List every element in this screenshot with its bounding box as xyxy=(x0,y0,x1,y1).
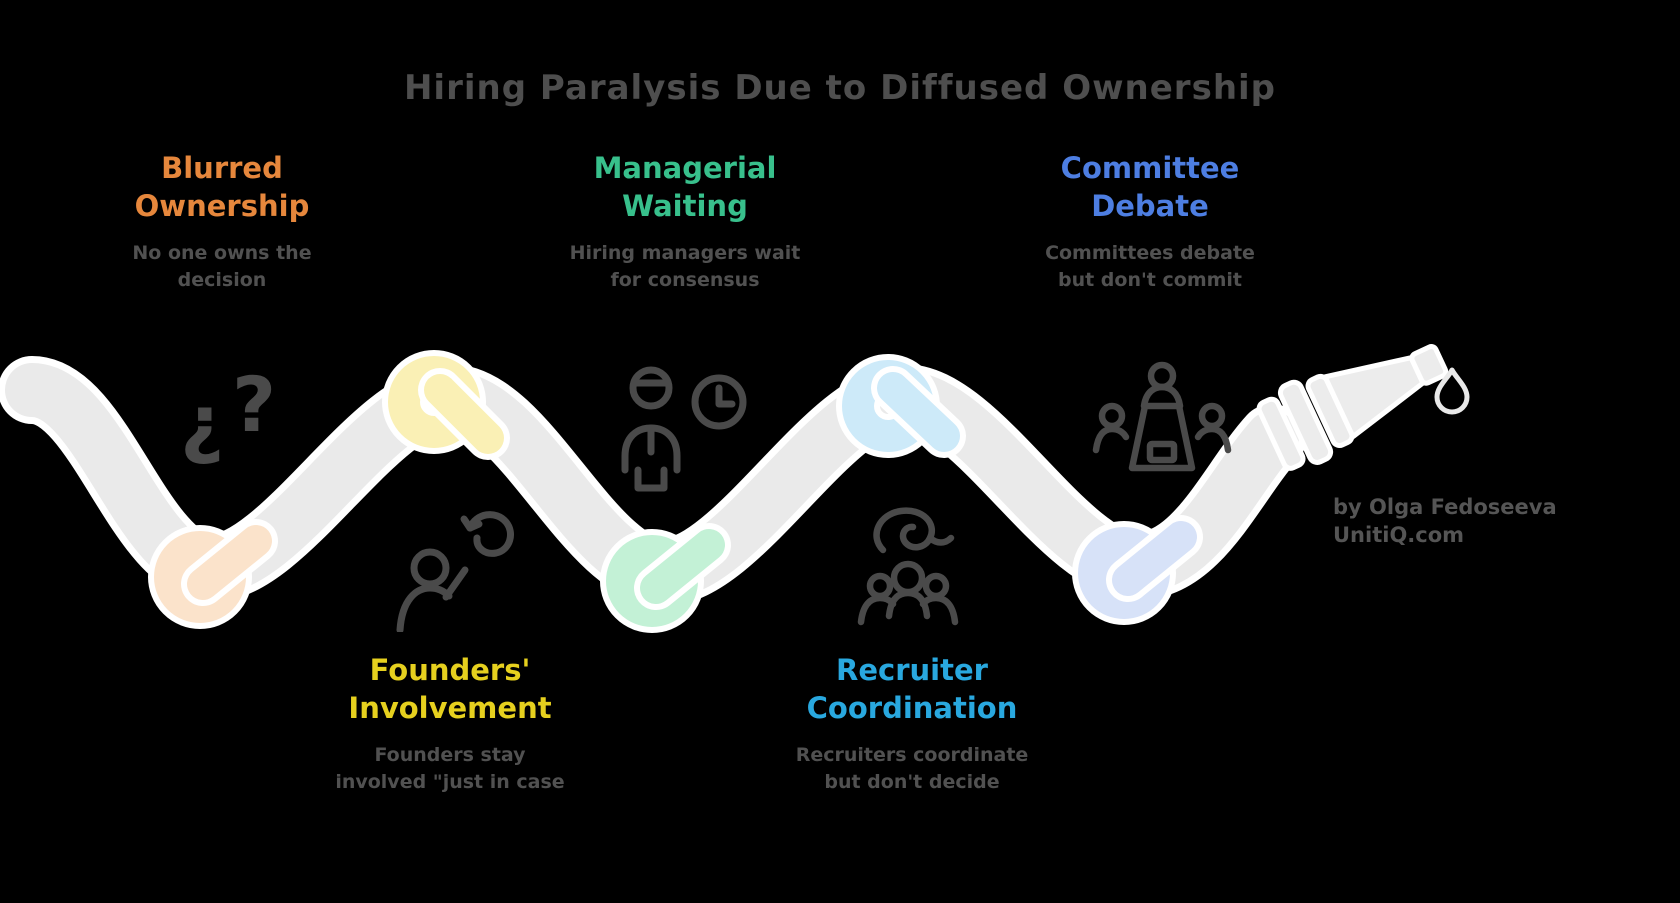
double-question-icon: ¿ ? xyxy=(180,360,276,467)
svg-text:¿: ¿ xyxy=(180,378,224,467)
page-title: Hiring Paralysis Due to Diffused Ownersh… xyxy=(403,68,1277,108)
stage-recruiter-coordination: Recruiter Coordination Recruiters coordi… xyxy=(732,652,1092,796)
water-drop-icon xyxy=(1434,367,1470,415)
person-clock-icon xyxy=(621,366,747,492)
stage-subtitle: Founders stay involved "just in case xyxy=(270,742,630,796)
stage-title-line: Managerial xyxy=(593,151,777,185)
stage-title-line: Blurred xyxy=(161,151,283,185)
stage-subtitle-line: but don't decide xyxy=(824,771,1000,794)
people-swirl-icon xyxy=(857,507,959,626)
attribution: by Olga Fedoseeva UnitiQ.com xyxy=(1333,494,1557,549)
stage-subtitle-line: decision xyxy=(177,269,267,292)
knot-blurred-ownership xyxy=(148,519,278,629)
stage-subtitle-line: Hiring managers wait xyxy=(569,242,801,265)
knot-committee-debate xyxy=(1072,515,1203,625)
stage-title: Managerial Waiting xyxy=(505,150,865,225)
knot-founders-involvement xyxy=(382,350,510,460)
stage-title-line: Recruiter xyxy=(836,653,988,687)
stage-title-line: Committee xyxy=(1060,151,1240,185)
stage-title-line: Founders' xyxy=(369,653,531,687)
svg-text:?: ? xyxy=(232,360,276,449)
stage-subtitle-line: No one owns the xyxy=(132,242,312,265)
stage-subtitle-line: Founders stay xyxy=(374,744,526,767)
stage-title: Founders' Involvement xyxy=(270,652,630,727)
stage-subtitle-line: involved "just in case xyxy=(335,771,565,794)
stage-subtitle-line: Committees debate xyxy=(1045,242,1255,265)
nozzle xyxy=(1256,344,1449,471)
meeting-table-icon xyxy=(1092,361,1232,472)
stage-title: Committee Debate xyxy=(970,150,1330,225)
stage-subtitle: No one owns the decision xyxy=(42,240,402,294)
stage-blurred-ownership: Blurred Ownership No one owns the decisi… xyxy=(42,150,402,294)
stage-subtitle: Committees debate but don't commit xyxy=(970,240,1330,294)
stage-title: Blurred Ownership xyxy=(42,150,402,225)
stage-subtitle-line: but don't commit xyxy=(1057,269,1243,292)
stage-title: Recruiter Coordination xyxy=(732,652,1092,727)
knot-managerial-waiting xyxy=(600,523,731,633)
founder-grab-icon xyxy=(396,511,514,632)
stage-title-line: Waiting xyxy=(622,188,748,223)
stage-committee-debate: Committee Debate Committees debate but d… xyxy=(970,150,1330,294)
stage-title-line: Involvement xyxy=(348,690,552,725)
stage-subtitle: Recruiters coordinate but don't decide xyxy=(732,742,1092,796)
stage-subtitle-line: for consensus xyxy=(610,269,760,292)
stage-founders-involvement: Founders' Involvement Founders stay invo… xyxy=(270,652,630,796)
attribution-author: by Olga Fedoseeva xyxy=(1333,495,1557,519)
stage-subtitle: Hiring managers wait for consensus xyxy=(505,240,865,294)
knot-recruiter-coordination xyxy=(836,354,966,458)
stage-subtitle-line: Recruiters coordinate xyxy=(795,744,1029,767)
attribution-site: UnitiQ.com xyxy=(1333,522,1465,547)
stage-title-line: Coordination xyxy=(806,690,1018,725)
stage-title-line: Debate xyxy=(1091,188,1209,223)
stage-managerial-waiting: Managerial Waiting Hiring managers wait … xyxy=(505,150,865,294)
stage-title-line: Ownership xyxy=(134,188,310,223)
